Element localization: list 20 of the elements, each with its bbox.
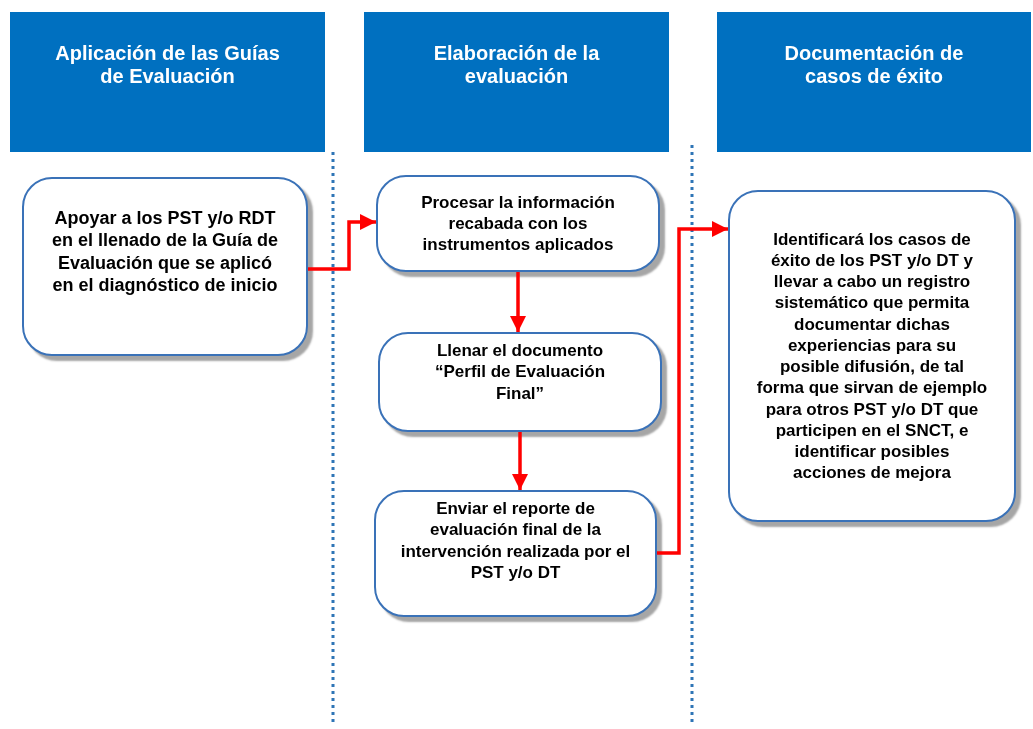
arrow <box>308 214 376 271</box>
step-text: Procesar la información recabada con los instrumentos aplicados <box>420 191 616 256</box>
arrow <box>512 432 528 490</box>
header-text: Documentación de casos de éxito <box>783 42 965 88</box>
arrow <box>510 272 526 332</box>
process-box <box>376 175 660 272</box>
arrow <box>657 221 728 555</box>
column-header <box>10 12 325 152</box>
column-header <box>364 12 669 152</box>
process-box <box>22 177 308 356</box>
process-box <box>374 490 657 617</box>
step-text: Llenar el documento “Perfil de Evaluación Final” <box>433 340 607 404</box>
column-header <box>717 12 1031 152</box>
header-text: Aplicación de las Guías de Evaluación <box>54 42 281 88</box>
process-box <box>378 332 662 432</box>
process-box <box>728 190 1016 522</box>
step-text: Identificará los casos de éxito de los PST y/o DT y llevar a cabo un registro sistemático que permita documentar dichas experiencias para su posible difusión, de tal forma que sirvan de ejemplo para otros PST y/o DT que participen en el SNCT, e identificar posibles acciones de mejora <box>756 228 988 484</box>
step-text: Apoyar a los PST y/o RDT en el llenado de la Guía de Evaluación que se aplicó en el diagnóstico de inicio <box>50 206 280 297</box>
step-text: Enviar el reporte de evaluación final de la intervención realizada por el PST y/o DT <box>399 498 632 583</box>
header-text: Elaboración de la evaluación <box>432 42 601 88</box>
